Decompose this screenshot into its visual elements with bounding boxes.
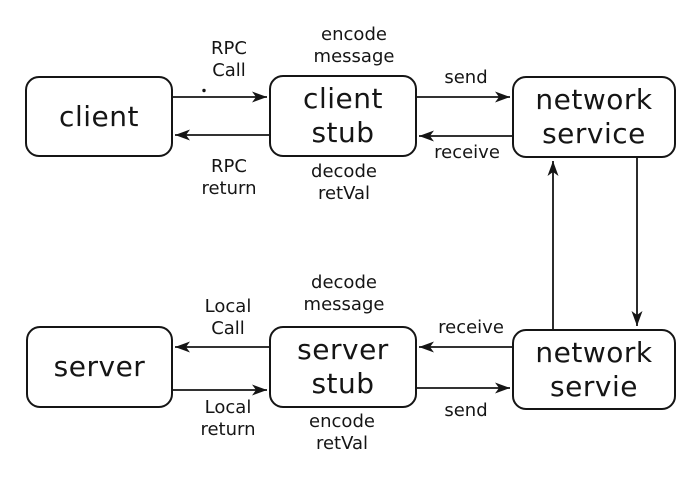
box-client: client [25, 76, 173, 157]
label-receive-bottom: receive [438, 317, 504, 338]
box-server-stub-label: server stub [297, 333, 389, 400]
box-client-stub: client stub [269, 75, 417, 157]
box-client-stub-label: client stub [303, 82, 383, 149]
stray-dot [202, 88, 206, 93]
box-network-service-top: network service [512, 76, 676, 158]
label-decode-message: decode message [303, 272, 385, 315]
label-decode-retval: decode retVal [311, 161, 377, 204]
box-server-label: server [53, 350, 146, 383]
box-server-stub: server stub [269, 326, 417, 408]
box-network-service-bottom-label: network servie [535, 335, 653, 403]
label-receive-top: receive [434, 142, 500, 163]
label-local-call: Local Call [204, 296, 252, 339]
box-server: server [26, 326, 173, 408]
label-send-bottom: send [444, 400, 488, 421]
label-encode-message: encode message [313, 24, 395, 67]
label-encode-retval: encode retVal [309, 411, 375, 454]
label-rpc-return: RPC return [201, 156, 257, 199]
box-network-service-top-label: network service [535, 83, 653, 150]
label-rpc-call: RPC Call [211, 38, 247, 81]
label-local-return: Local return [200, 397, 256, 440]
box-network-service-bottom: network servie [512, 329, 676, 410]
label-send-top: send [444, 67, 488, 88]
box-client-label: client [59, 99, 139, 133]
